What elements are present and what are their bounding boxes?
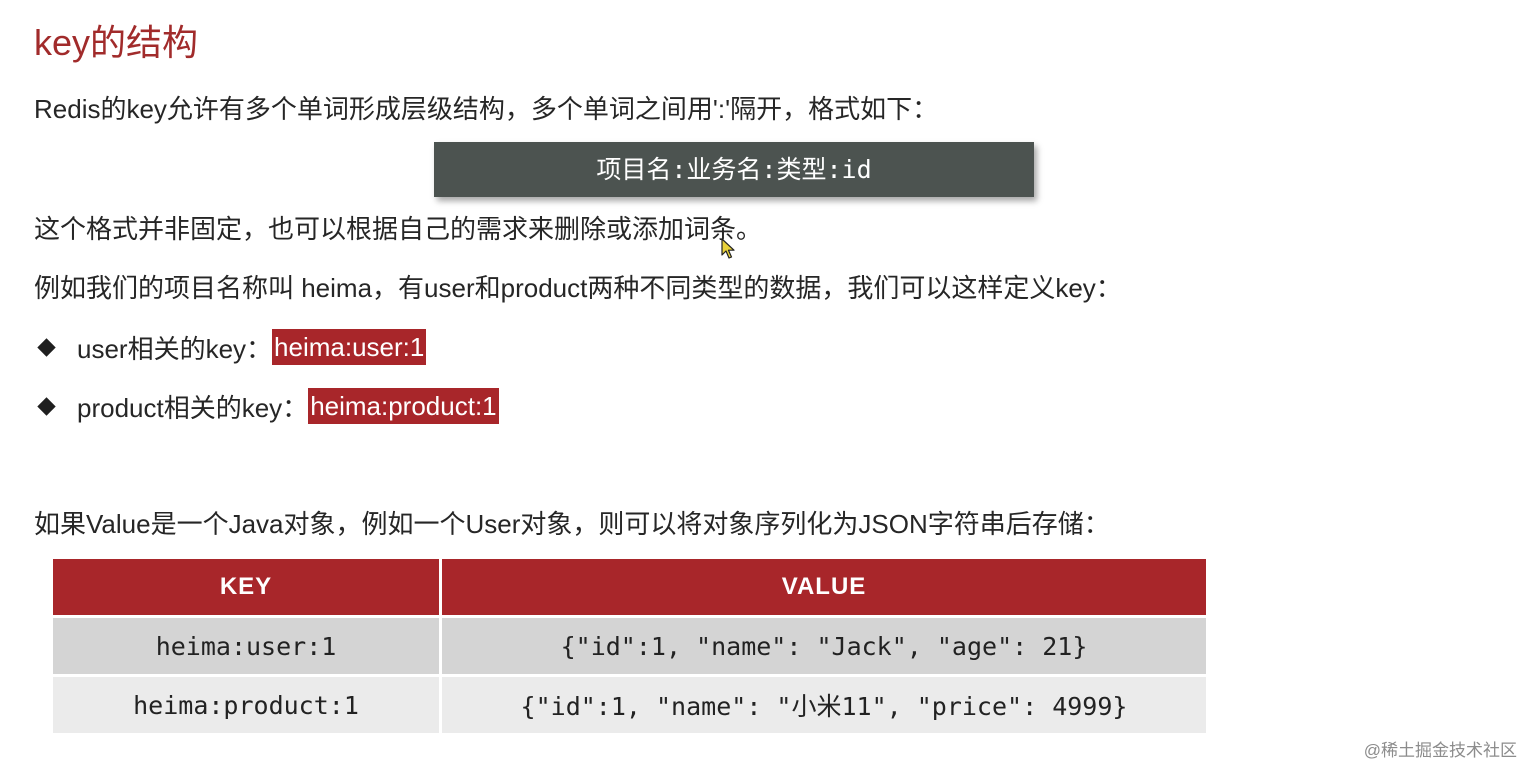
- key-example-chip: heima:product:1: [308, 388, 499, 424]
- mouse-cursor-icon: [721, 238, 735, 259]
- key-example-chip: heima:user:1: [272, 329, 427, 365]
- diamond-bullet-icon: [37, 337, 56, 357]
- watermark: @稀土掘金技术社区: [1363, 741, 1517, 760]
- bullet-product-key: product相关的key： heima:product:1: [34, 388, 499, 424]
- bullet-user-key: user相关的key： heima:user:1: [34, 329, 427, 365]
- json-intro-paragraph: 如果Value是一个Java对象，例如一个User对象，则可以将对象序列化为JS…: [34, 509, 1110, 539]
- table-header-row: KEY VALUE: [53, 559, 1206, 615]
- key-format-box: 项目名:业务名:类型:id: [434, 142, 1034, 197]
- table-row: heima:user:1 {"id":1, "name": "Jack", "a…: [53, 618, 1206, 674]
- bullet-label: user相关的key：: [77, 333, 273, 364]
- flexible-format-paragraph: 这个格式并非固定，也可以根据自己的需求来删除或添加词条。: [34, 214, 763, 244]
- cell-value: {"id":1, "name": "Jack", "age": 21}: [442, 618, 1206, 674]
- diamond-bullet-icon: [37, 396, 56, 416]
- header-key: KEY: [53, 559, 439, 615]
- table-row: heima:product:1 {"id":1, "name": "小米11",…: [53, 677, 1206, 733]
- cell-key: heima:user:1: [53, 618, 439, 674]
- intro-paragraph: Redis的key允许有多个单词形成层级结构，多个单词之间用':'隔开，格式如下…: [34, 94, 939, 124]
- cell-value: {"id":1, "name": "小米11", "price": 4999}: [442, 677, 1206, 733]
- key-value-table: KEY VALUE heima:user:1 {"id":1, "name": …: [53, 559, 1206, 736]
- example-paragraph: 例如我们的项目名称叫 heima，有user和product两种不同类型的数据，…: [34, 273, 1122, 303]
- header-value: VALUE: [442, 559, 1206, 615]
- cell-key: heima:product:1: [53, 677, 439, 733]
- bullet-label: product相关的key：: [77, 392, 309, 423]
- page-title: key的结构: [34, 22, 199, 63]
